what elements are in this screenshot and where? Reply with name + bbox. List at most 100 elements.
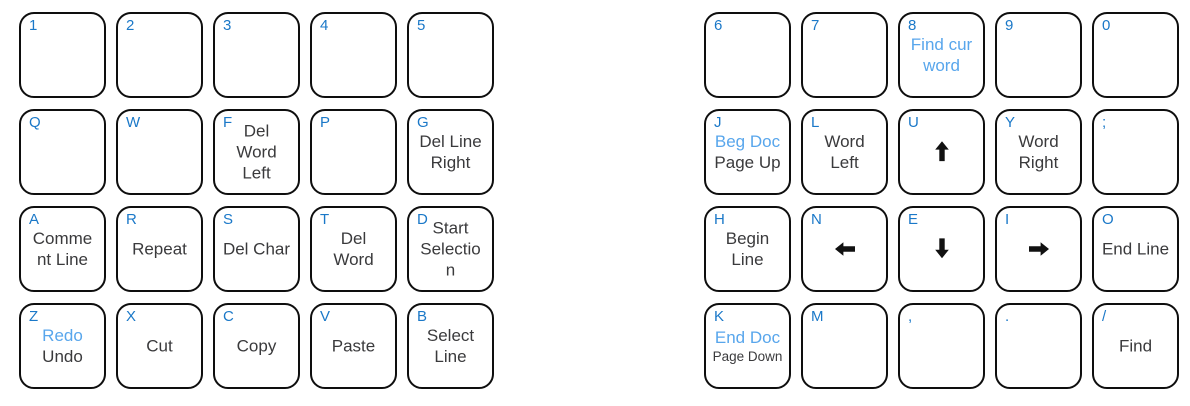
key-label: Find cur word	[910, 35, 973, 75]
key-letter: F	[223, 114, 233, 131]
key-o[interactable]: O End Line	[1092, 206, 1179, 292]
key-label: Repeat	[132, 239, 187, 259]
key-a[interactable]: A Comme nt Line	[19, 206, 106, 292]
key-d[interactable]: D Start Selectio n	[407, 206, 494, 292]
key-e[interactable]: E	[898, 206, 985, 292]
key-h[interactable]: H Begin Line	[704, 206, 791, 292]
key-w[interactable]: W	[116, 109, 203, 195]
key-letter: L	[811, 114, 820, 131]
key-letter: Y	[1005, 114, 1016, 131]
key-x[interactable]: X Cut	[116, 303, 203, 389]
key-label: Start Selectio n	[420, 218, 481, 280]
key-label: End Line	[1101, 239, 1170, 259]
key-letter: K	[714, 308, 725, 325]
key-letter: T	[320, 211, 330, 228]
key-letter: G	[417, 114, 429, 131]
key-7[interactable]: 7	[801, 12, 888, 98]
key-label: Select Line	[426, 326, 475, 366]
key-letter: P	[320, 114, 331, 131]
key-t[interactable]: T Del Word	[310, 206, 397, 292]
key-letter: .	[1005, 308, 1010, 325]
key-letter: 2	[126, 17, 135, 34]
key-letter: ;	[1102, 114, 1107, 131]
key-s[interactable]: S Del Char	[213, 206, 300, 292]
key-letter: Z	[29, 308, 39, 325]
key-letter: B	[417, 308, 428, 325]
key-y[interactable]: Y Word Right	[995, 109, 1082, 195]
key-label: Del Line Right	[419, 132, 482, 172]
key-letter: 4	[320, 17, 329, 34]
key-2[interactable]: 2	[116, 12, 203, 98]
key-label: Word Left	[824, 132, 865, 172]
arrow-up-icon	[934, 141, 949, 162]
key-b[interactable]: B Select Line	[407, 303, 494, 389]
key-letter: 5	[417, 17, 426, 34]
key-5[interactable]: 5	[407, 12, 494, 98]
key-letter: O	[1102, 211, 1114, 228]
key-label: Word Right	[1018, 132, 1059, 172]
key-u[interactable]: U	[898, 109, 985, 195]
key-3[interactable]: 3	[213, 12, 300, 98]
key-letter: V	[320, 308, 331, 325]
key-letter: /	[1102, 308, 1107, 325]
key-letter: 8	[908, 17, 917, 34]
key-letter: R	[126, 211, 137, 228]
key-label: Paste	[331, 336, 376, 356]
arrow-down-icon	[934, 238, 949, 259]
arrow-left-icon	[834, 242, 855, 257]
key-letter: 9	[1005, 17, 1014, 34]
key-slash[interactable]: / Find	[1092, 303, 1179, 389]
key-label: Copy	[236, 336, 277, 356]
key-label: Begin Line	[725, 229, 770, 269]
key-letter: D	[417, 211, 428, 228]
key-period[interactable]: .	[995, 303, 1082, 389]
left-hand-block: 1 2 3 4 5 Q W F Del Word Left P G Del Li…	[19, 12, 494, 389]
key-letter: 6	[714, 17, 723, 34]
key-8[interactable]: 8 Find cur word	[898, 12, 985, 98]
key-letter: 7	[811, 17, 820, 34]
key-q[interactable]: Q	[19, 109, 106, 195]
key-n[interactable]: N	[801, 206, 888, 292]
key-letter: N	[811, 211, 822, 228]
key-4[interactable]: 4	[310, 12, 397, 98]
key-letter: U	[908, 114, 919, 131]
key-letter: X	[126, 308, 137, 325]
key-l[interactable]: L Word Left	[801, 109, 888, 195]
key-letter: M	[811, 308, 824, 325]
key-letter: A	[29, 211, 40, 228]
key-label: Comme nt Line	[32, 229, 93, 269]
key-0[interactable]: 0	[1092, 12, 1179, 98]
key-1[interactable]: 1	[19, 12, 106, 98]
key-letter: I	[1005, 211, 1010, 228]
key-f[interactable]: F Del Word Left	[213, 109, 300, 195]
key-letter: J	[714, 114, 722, 131]
key-label: Del Char	[222, 239, 291, 259]
key-i[interactable]: I	[995, 206, 1082, 292]
key-g[interactable]: G Del Line Right	[407, 109, 494, 195]
key-letter: C	[223, 308, 234, 325]
key-letter: W	[126, 114, 141, 131]
key-p[interactable]: P	[310, 109, 397, 195]
key-semicolon[interactable]: ;	[1092, 109, 1179, 195]
key-label: Del Word	[333, 229, 374, 269]
arrow-right-icon	[1028, 242, 1049, 257]
key-comma[interactable]: ,	[898, 303, 985, 389]
key-letter: H	[714, 211, 725, 228]
key-m[interactable]: M	[801, 303, 888, 389]
key-r[interactable]: R Repeat	[116, 206, 203, 292]
key-letter: E	[908, 211, 919, 228]
key-c[interactable]: C Copy	[213, 303, 300, 389]
key-letter: 1	[29, 17, 38, 34]
key-9[interactable]: 9	[995, 12, 1082, 98]
key-v[interactable]: V Paste	[310, 303, 397, 389]
key-letter: ,	[908, 308, 913, 325]
key-6[interactable]: 6	[704, 12, 791, 98]
key-letter: Q	[29, 114, 41, 131]
key-letter: S	[223, 211, 234, 228]
